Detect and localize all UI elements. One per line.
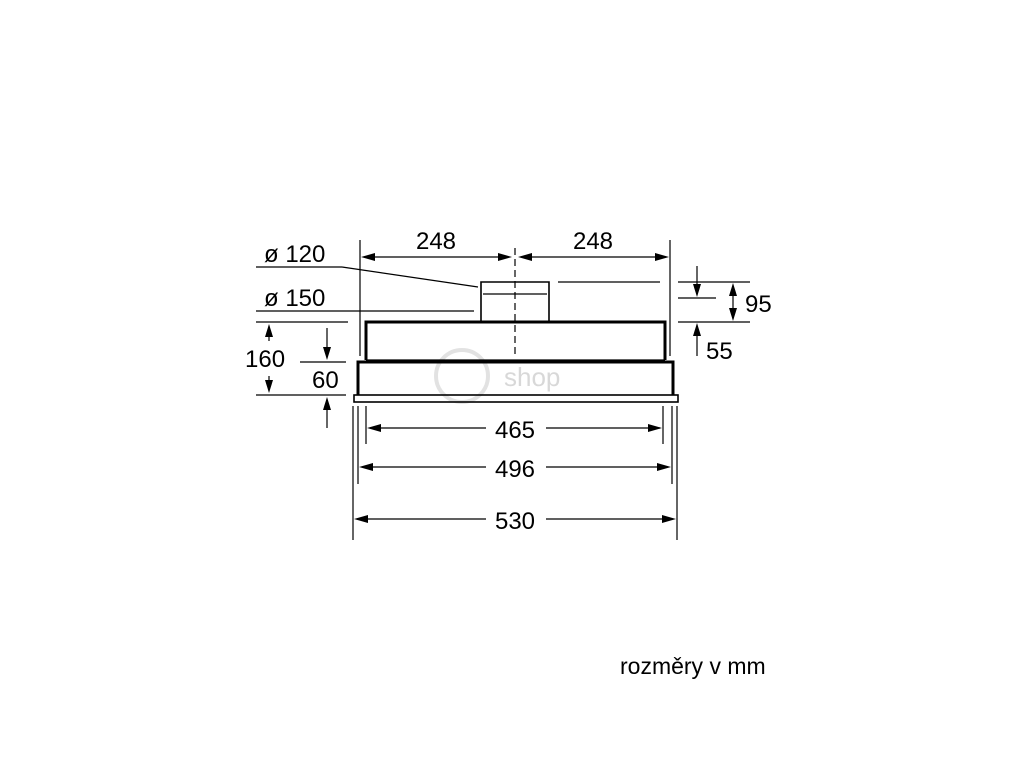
- arrow-465-right: [648, 424, 662, 432]
- dim-label-right-width: 248: [573, 228, 613, 255]
- arrow-95-bottom: [729, 308, 737, 321]
- dim-label-left-width: 248: [416, 228, 456, 255]
- arrow-496-right: [657, 463, 671, 471]
- arrow-right-248-a: [518, 253, 532, 261]
- right-height-dimensions: 95 55: [558, 266, 772, 365]
- arrow-530-left: [354, 515, 368, 523]
- dim-label-160: 160: [245, 346, 285, 373]
- units-caption: rozměry v mm: [620, 653, 766, 679]
- upper-body: [364, 320, 667, 360]
- dim-label-530: 530: [495, 508, 535, 535]
- dim-label-diameter-outer: ø 150: [264, 285, 325, 312]
- arrow-60-bottom: [323, 397, 331, 410]
- arrow-530-right: [662, 515, 676, 523]
- diameter-labels: ø 120 ø 150: [256, 241, 479, 312]
- dim-label-60: 60: [312, 367, 339, 394]
- top-width-dimensions: 248 248: [359, 228, 671, 356]
- arrow-60-top: [323, 347, 331, 360]
- dim-label-496: 496: [495, 456, 535, 483]
- arrow-left-248-b: [498, 253, 512, 261]
- dim-label-55: 55: [706, 338, 733, 365]
- arrow-95-top: [729, 283, 737, 296]
- hood-body: [353, 248, 679, 403]
- arrow-496-left: [359, 463, 373, 471]
- arrow-160-top: [265, 324, 273, 337]
- dim-label-diameter-inner: ø 120: [264, 241, 325, 268]
- bottom-width-dimensions: 465 496 530: [352, 406, 678, 540]
- arrow-right-248-b: [655, 253, 669, 261]
- arrow-465-left: [367, 424, 381, 432]
- dim-label-465: 465: [495, 417, 535, 444]
- arrow-160-bottom: [265, 380, 273, 393]
- bottom-panel: [353, 394, 679, 403]
- watermark-text: shop: [504, 362, 560, 392]
- arrow-55-top: [693, 284, 701, 297]
- lower-body: [356, 360, 675, 395]
- arrow-left-248-a: [361, 253, 375, 261]
- left-height-dimensions: 160 60: [245, 321, 348, 428]
- leader-diameter-inner: [341, 266, 479, 288]
- dim-label-95: 95: [745, 291, 772, 318]
- arrow-55-bottom: [693, 323, 701, 336]
